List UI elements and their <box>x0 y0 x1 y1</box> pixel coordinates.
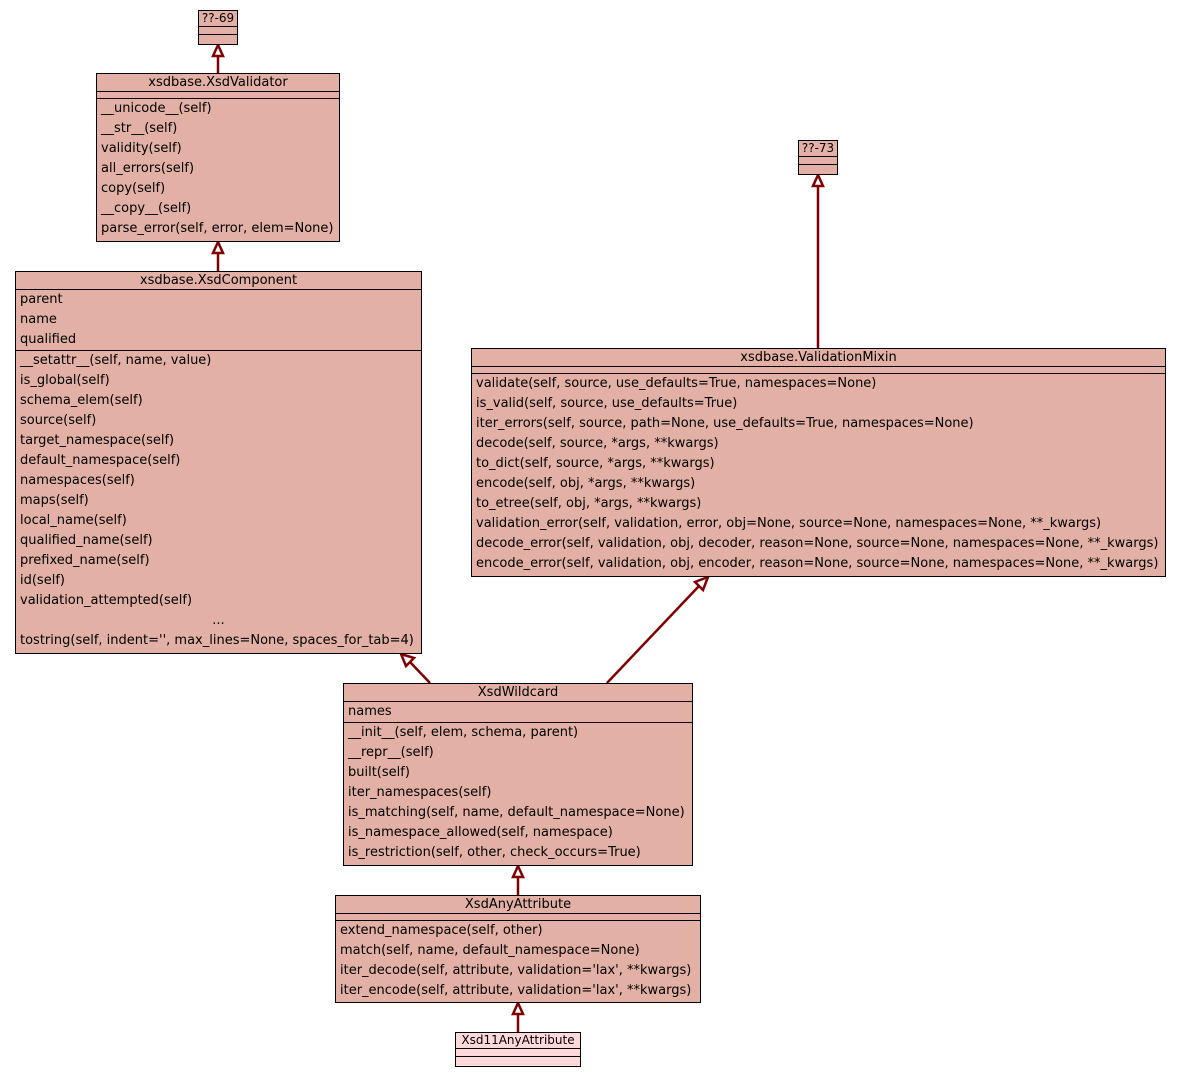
class-q69-title: ??-69 <box>199 11 237 27</box>
method-row: is_global(self) <box>20 373 110 388</box>
class-xsd11-any-attribute-title: Xsd11AnyAttribute <box>456 1033 580 1049</box>
method-row: decode(self, source, *args, **kwargs) <box>476 436 719 451</box>
method-row: all_errors(self) <box>101 161 195 176</box>
class-xsd11-any-attribute-methods <box>456 1057 580 1064</box>
class-xsd11-any-attribute[interactable]: Xsd11AnyAttribute <box>455 1032 581 1067</box>
arrowhead-validationmixin <box>692 574 711 593</box>
method-row: __str__(self) <box>101 121 178 136</box>
class-xsd-wildcard[interactable]: XsdWildcard names __init__(self, elem, s… <box>343 683 693 866</box>
class-xsd-wildcard-attributes: names <box>344 702 692 723</box>
method-row: iter_decode(self, attribute, validation=… <box>340 963 692 978</box>
class-xsd-component[interactable]: xsdbase.XsdComponent parent name qualified… <box>15 271 422 654</box>
class-xsd-any-attribute-methods: extend_namespace(self, other) match(self,… <box>336 921 700 1001</box>
arrowhead-q69 <box>211 41 225 58</box>
method-row: encode_error(self, validation, obj, enco… <box>476 556 1159 571</box>
method-row: iter_namespaces(self) <box>348 785 492 800</box>
class-q73-attributes <box>799 157 837 165</box>
method-row: to_dict(self, source, *args, **kwargs) <box>476 456 715 471</box>
method-row: decode_error(self, validation, obj, deco… <box>476 536 1159 551</box>
method-row: __copy__(self) <box>101 201 192 216</box>
method-row: id(self) <box>20 573 65 588</box>
method-row: is_valid(self, source, use_defaults=True… <box>476 396 738 411</box>
class-validation-mixin-title: xsdbase.ValidationMixin <box>472 349 1165 367</box>
attribute-row: names <box>348 704 392 719</box>
class-q73-title: ??-73 <box>799 141 837 157</box>
class-xsd-any-attribute-attributes <box>336 914 700 921</box>
method-row: is_restriction(self, other, check_occurs… <box>348 845 641 860</box>
edge-xsdwildcard-to-xsdcomponent <box>409 661 431 684</box>
method-row: schema_elem(self) <box>20 393 143 408</box>
class-xsd-wildcard-methods: __init__(self, elem, schema, parent) __re… <box>344 723 692 863</box>
arrowhead-xsdcomponent <box>398 652 417 669</box>
method-row: prefixed_name(self) <box>20 553 150 568</box>
class-xsd-component-attributes: parent name qualified <box>16 290 421 351</box>
method-row: source(self) <box>20 413 97 428</box>
method-row: copy(self) <box>101 181 166 196</box>
method-row: maps(self) <box>20 493 89 508</box>
class-validation-mixin[interactable]: xsdbase.ValidationMixin validate(self, s… <box>471 348 1166 577</box>
class-validation-mixin-attributes <box>472 367 1165 374</box>
class-xsd-component-methods: __setattr__(self, name, value) is_global(… <box>16 351 421 651</box>
method-row: __unicode__(self) <box>101 101 212 116</box>
attribute-row: qualified <box>20 332 77 347</box>
edge-xsdwildcard-to-validationmixin <box>606 585 700 684</box>
ellipsis-row: ... <box>212 613 225 628</box>
method-row: iter_encode(self, attribute, validation=… <box>340 983 692 998</box>
class-xsd-any-attribute[interactable]: XsdAnyAttribute extend_namespace(self, o… <box>335 895 701 1003</box>
class-q69-methods <box>199 35 237 42</box>
method-row: parse_error(self, error, elem=None) <box>101 221 334 236</box>
method-row: default_namespace(self) <box>20 453 181 468</box>
method-row: __repr__(self) <box>348 745 434 760</box>
method-row: match(self, name, default_namespace=None… <box>340 943 640 958</box>
class-xsd-any-attribute-title: XsdAnyAttribute <box>336 896 700 914</box>
class-q69-attributes <box>199 27 237 35</box>
method-row: validation_error(self, validation, error… <box>476 516 1102 531</box>
class-xsd-wildcard-title: XsdWildcard <box>344 684 692 702</box>
method-row: encode(self, obj, *args, **kwargs) <box>476 476 696 491</box>
method-row: target_namespace(self) <box>20 433 175 448</box>
method-row: local_name(self) <box>20 513 127 528</box>
class-xsd-validator[interactable]: xsdbase.XsdValidator __unicode__(self)__… <box>96 73 340 242</box>
arrowhead-q73 <box>811 171 825 188</box>
class-q73-methods <box>799 165 837 172</box>
class-xsd-component-title: xsdbase.XsdComponent <box>16 272 421 290</box>
method-row: qualified_name(self) <box>20 533 153 548</box>
method-row: built(self) <box>348 765 410 780</box>
class-xsd11-any-attribute-attributes <box>456 1049 580 1057</box>
attribute-row: parent <box>20 292 63 307</box>
method-row: tostring(self, indent='', max_lines=None… <box>20 633 414 648</box>
method-row: __init__(self, elem, schema, parent) <box>348 725 579 740</box>
class-q69[interactable]: ??-69 <box>198 10 238 45</box>
method-row: is_namespace_allowed(self, namespace) <box>348 825 613 840</box>
method-row: namespaces(self) <box>20 473 135 488</box>
class-xsd-validator-attributes <box>97 92 339 99</box>
class-validation-mixin-methods: validate(self, source, use_defaults=True… <box>472 374 1165 574</box>
method-row: to_etree(self, obj, *args, **kwargs) <box>476 496 702 511</box>
arrowhead-xsdanyattribute <box>511 999 525 1016</box>
arrowhead-xsdvalidator <box>211 238 225 255</box>
class-xsd-validator-title: xsdbase.XsdValidator <box>97 74 339 92</box>
attribute-row: name <box>20 312 57 327</box>
arrowhead-xsdwildcard <box>511 862 525 879</box>
method-row: is_matching(self, name, default_namespac… <box>348 805 685 820</box>
method-row: iter_errors(self, source, path=None, use… <box>476 416 974 431</box>
method-row: __setattr__(self, name, value) <box>20 353 212 368</box>
method-row: validity(self) <box>101 141 182 156</box>
method-row: validation_attempted(self) <box>20 593 193 608</box>
class-xsd-validator-methods: __unicode__(self) __str__(self) validity(s… <box>97 99 339 239</box>
class-q73[interactable]: ??-73 <box>798 140 838 175</box>
method-row: extend_namespace(self, other) <box>340 923 543 938</box>
method-row: validate(self, source, use_defaults=True… <box>476 376 877 391</box>
